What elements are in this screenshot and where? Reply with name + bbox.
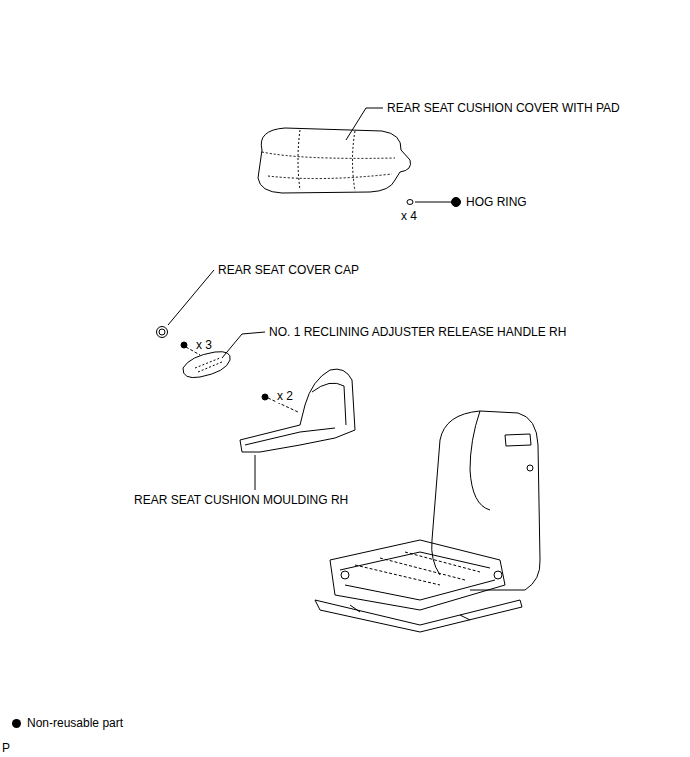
part-name: REAR SEAT COVER CAP	[217, 263, 360, 277]
quantity: x 3	[195, 338, 213, 352]
seat-cushion	[258, 128, 411, 193]
legend-entry: Non-reusable part	[12, 716, 123, 730]
legend-dot	[12, 719, 21, 728]
quantity: x 4	[400, 209, 418, 223]
part-name: NO. 1 RECLINING ADJUSTER RELEASE HANDLE …	[268, 325, 567, 339]
quantity: x 2	[276, 389, 294, 403]
part-name: HOG RING	[465, 195, 528, 209]
seat-frame	[315, 411, 540, 632]
figure-code: P	[1, 741, 11, 755]
part-name: REAR SEAT CUSHION MOULDING RH	[133, 493, 349, 507]
legend-text: Non-reusable part	[27, 716, 123, 730]
part-name: REAR SEAT CUSHION COVER WITH PAD	[386, 101, 621, 115]
